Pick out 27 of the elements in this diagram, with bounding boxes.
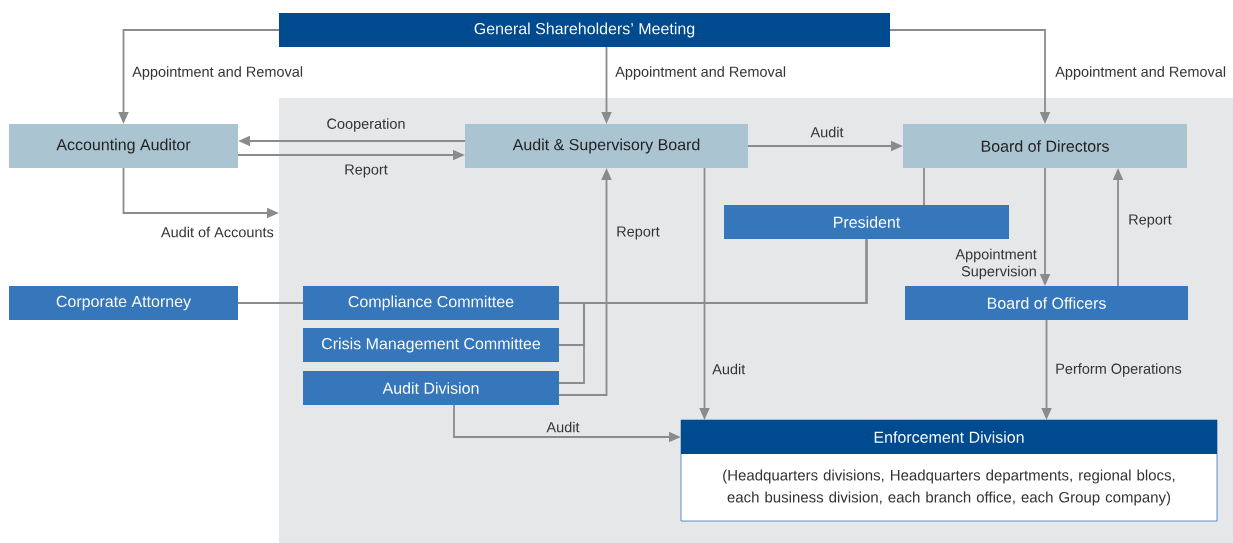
edge-label: Report — [1129, 214, 1172, 228]
edge-label: Appointment and Removal — [615, 66, 786, 80]
edge-label: Audit — [810, 126, 844, 138]
connector-line — [237, 302, 304, 304]
connector-line — [923, 167, 925, 206]
edge-label: Report — [617, 226, 660, 240]
officers-box: Board of Officers — [905, 286, 1188, 320]
division-box: Enforcement Division (Headquarters divisions, Headquarters departments, regional blocs, each business division, each branch office, each Group company) — [680, 419, 1218, 522]
edge-label: Perform Operations — [1056, 363, 1182, 377]
connector-line — [558, 238, 868, 384]
edge-label: Audit — [546, 421, 580, 433]
board-box: Audit & Supervisory Board — [465, 124, 748, 168]
edge-label: Appointment and Removal — [1055, 66, 1226, 80]
division-box: Audit Division — [303, 371, 559, 405]
board-box: Board of Directors — [903, 124, 1187, 168]
auditor-box: Accounting Auditor — [9, 124, 238, 168]
edge-label: Cooperation — [327, 118, 405, 132]
committee-box: Compliance Committee — [303, 286, 559, 320]
attorney-box: Corporate Attorney — [9, 286, 238, 320]
edge-label: Report — [345, 164, 388, 178]
committee-box: Crisis Management Committee — [303, 328, 559, 362]
president-box: President — [724, 205, 1009, 239]
edge-label: Appointment Supervision — [955, 248, 1037, 280]
edge-label: Appointment and Removal — [132, 66, 303, 80]
meeting-box: General Shareholders’ Meeting — [279, 13, 890, 47]
edge-label: Audit of Accounts — [161, 226, 274, 238]
edge-label: Audit — [712, 363, 746, 375]
